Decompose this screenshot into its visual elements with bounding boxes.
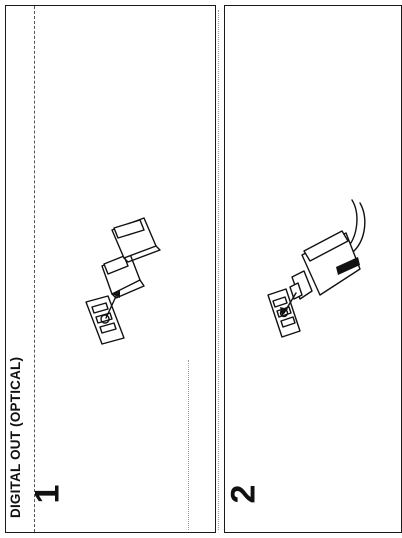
remove-dust-cap-illustration	[85, 217, 161, 345]
arrow-icon	[105, 291, 119, 319]
section-header: DIGITAL OUT (OPTICAL)	[6, 6, 35, 532]
optical-jack-icon	[85, 295, 125, 345]
dust-cap-plug-icon	[101, 217, 161, 299]
step-number: 1	[28, 484, 67, 504]
optical-plug-icon	[289, 230, 361, 300]
insert-cable-illustration	[267, 199, 366, 338]
faint-guide-line	[218, 10, 219, 530]
step-number: 2	[224, 484, 263, 504]
section-title: DIGITAL OUT (OPTICAL)	[8, 356, 23, 518]
step-1-panel: DIGITAL OUT (OPTICAL)	[5, 5, 216, 533]
faint-guide-line	[188, 360, 189, 530]
